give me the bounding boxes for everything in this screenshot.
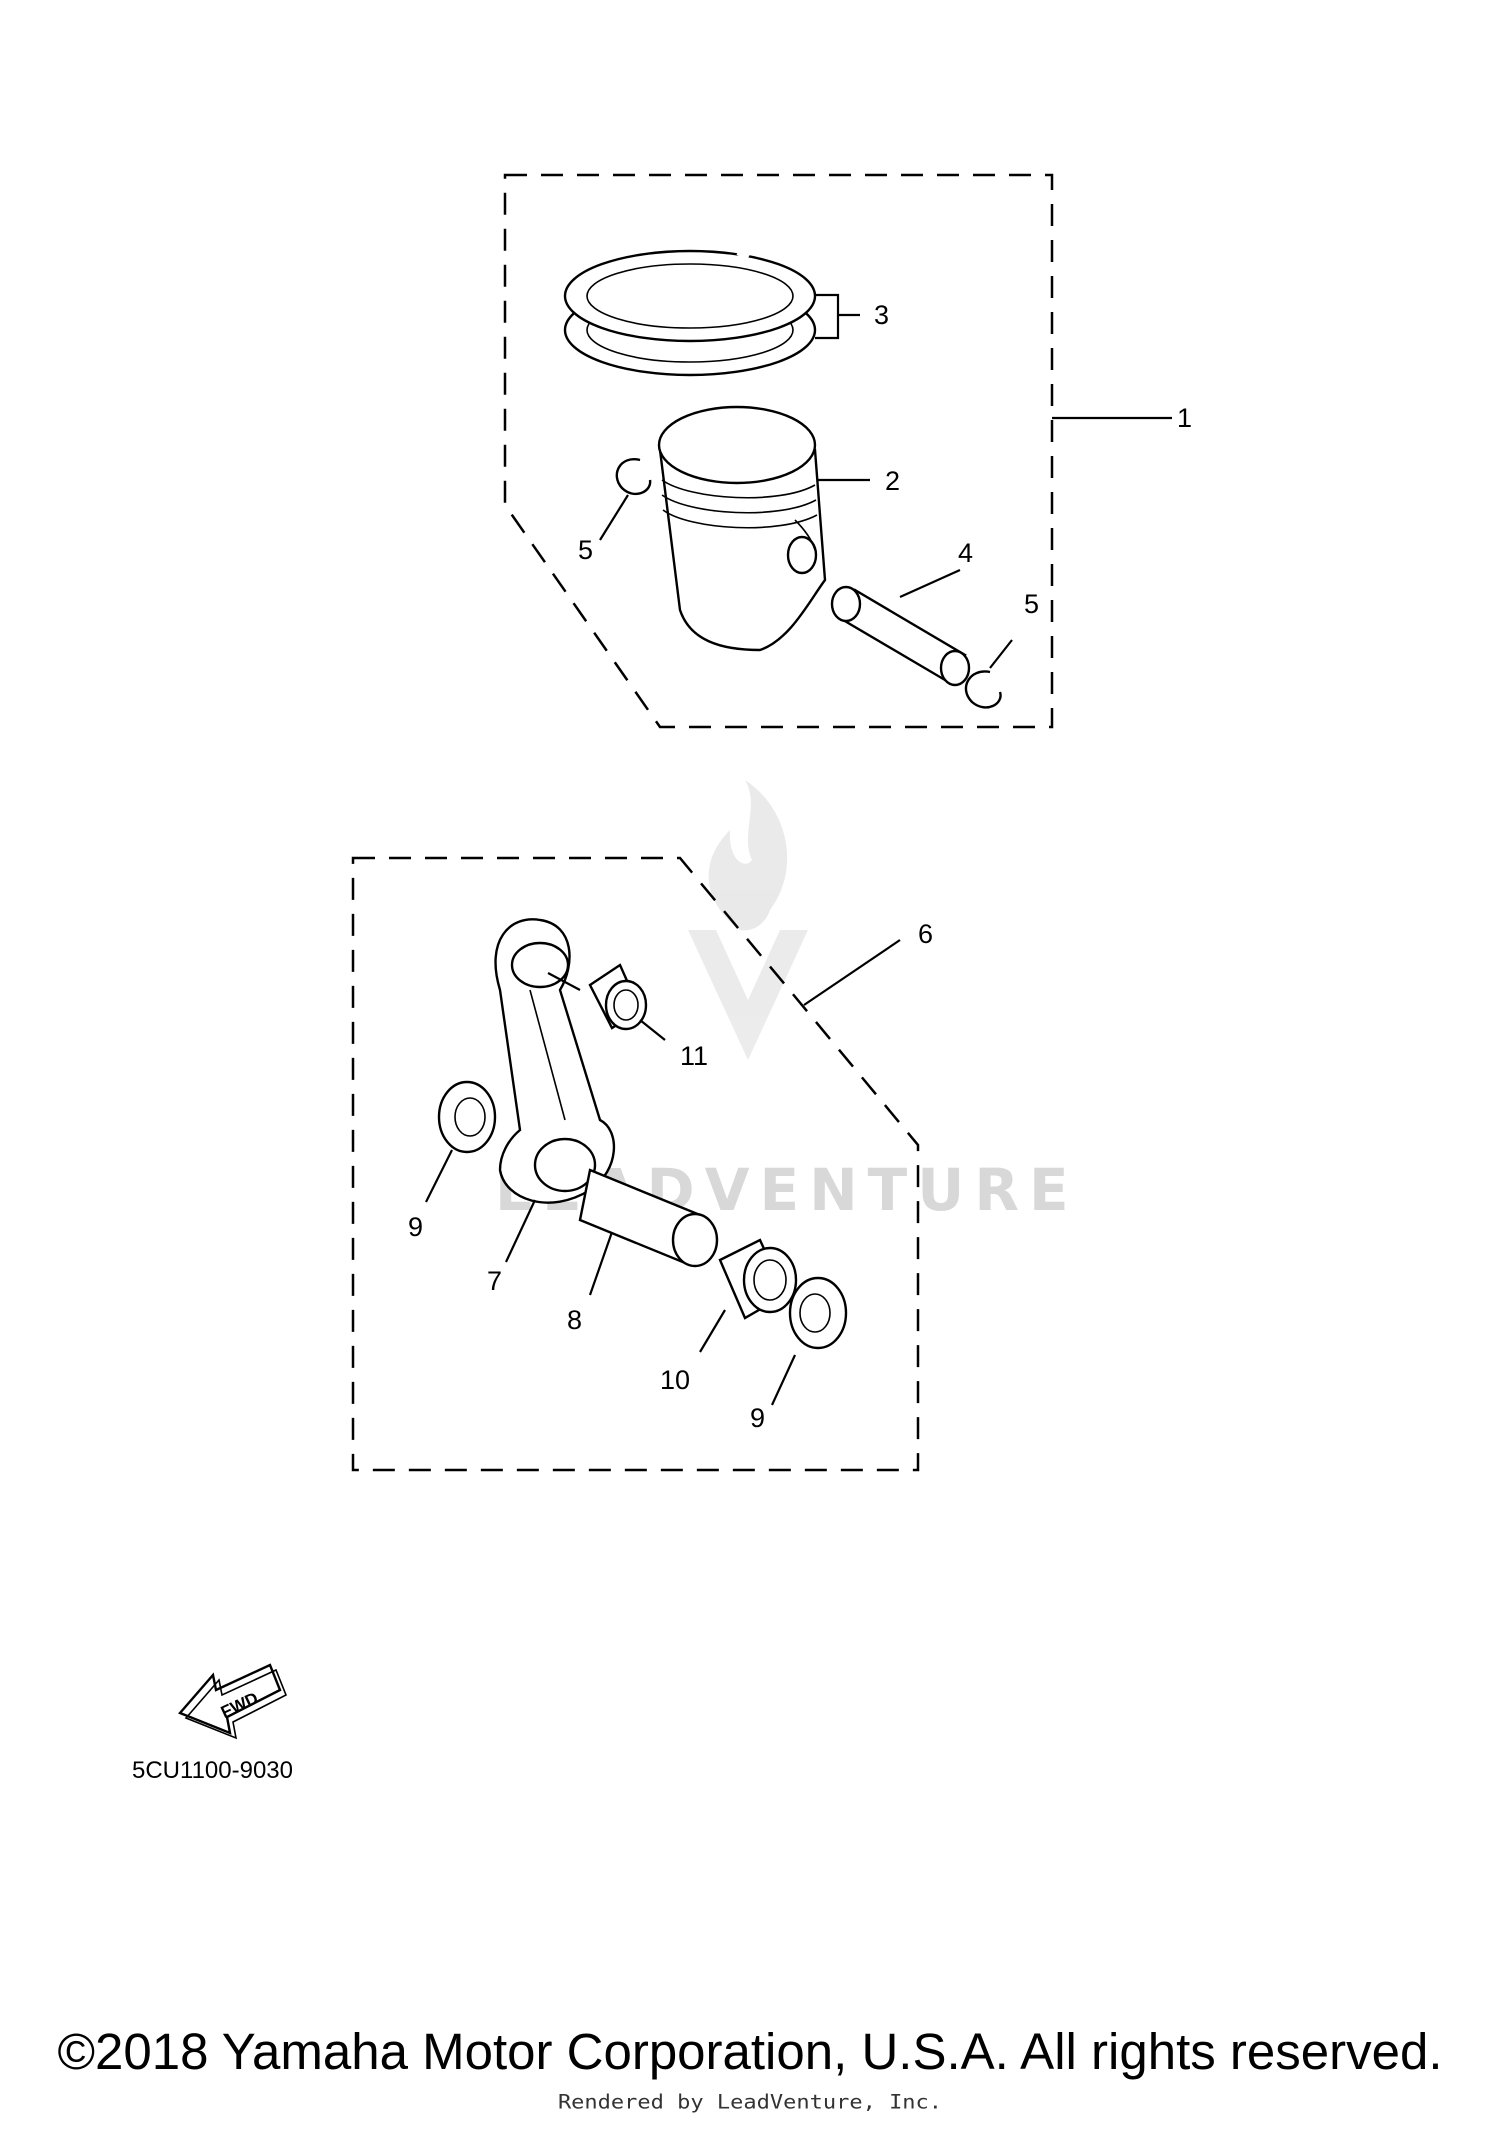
callout-7: 7 bbox=[487, 1266, 502, 1296]
callout-6: 6 bbox=[918, 919, 933, 949]
thrust-washer-right bbox=[788, 1276, 848, 1350]
connecting-rod bbox=[494, 918, 615, 1204]
callout-8: 8 bbox=[567, 1305, 582, 1335]
copyright-notice: ©2018 Yamaha Motor Corporation, U.S.A. A… bbox=[57, 2023, 1443, 2080]
callout-1: 1 bbox=[1177, 403, 1192, 433]
crank-pin bbox=[578, 1168, 719, 1268]
small-end-bearing bbox=[588, 963, 648, 1031]
callout-5-left: 5 bbox=[578, 535, 593, 565]
fwd-arrow-icon: FWD bbox=[177, 1663, 288, 1740]
circlip-right bbox=[964, 670, 1002, 709]
piston-kit-group: 1 3 2 4 5 5 bbox=[503, 173, 1192, 729]
callout-2: 2 bbox=[885, 466, 900, 496]
piston-pin bbox=[830, 585, 971, 687]
connecting-rod-kit-group: 6 11 9 7 8 10 9 bbox=[351, 856, 933, 1472]
callout-3: 3 bbox=[874, 300, 889, 330]
thrust-washer-left bbox=[437, 1080, 497, 1154]
diagram-code: 5CU1100-9030 bbox=[132, 1757, 293, 1784]
callout-10: 10 bbox=[660, 1365, 690, 1395]
flame-logo-icon bbox=[688, 780, 808, 1060]
piston-kit-boundary bbox=[503, 173, 1054, 729]
callout-9-right: 9 bbox=[750, 1403, 765, 1433]
circlip-left bbox=[615, 458, 652, 496]
callout-5-right: 5 bbox=[1024, 589, 1039, 619]
big-end-bearing bbox=[718, 1238, 798, 1320]
callout-9-left: 9 bbox=[408, 1212, 423, 1242]
piston bbox=[657, 405, 827, 652]
callout-4: 4 bbox=[958, 538, 973, 568]
piston-rings bbox=[563, 249, 817, 377]
callout-11: 11 bbox=[680, 1041, 708, 1071]
rendered-by-note: Rendered by LeadVenture, Inc. bbox=[557, 2091, 943, 2114]
rod-kit-boundary bbox=[351, 856, 920, 1472]
